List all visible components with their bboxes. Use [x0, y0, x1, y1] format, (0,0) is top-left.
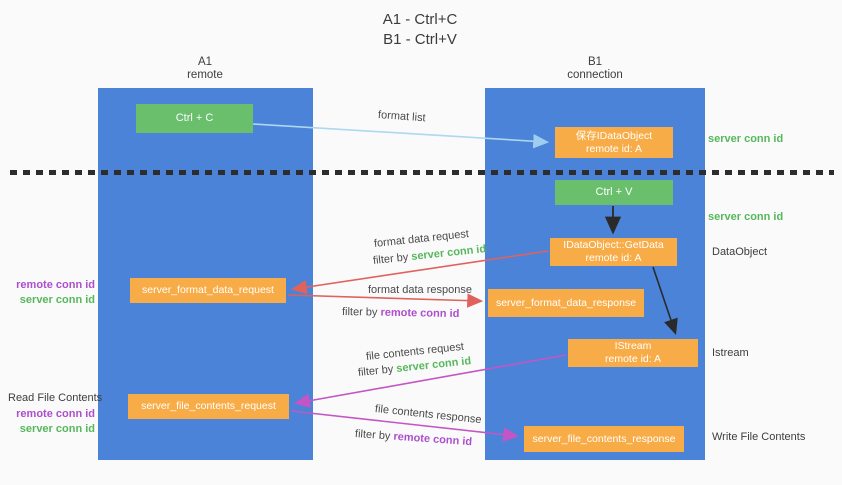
title-line-1: A1 - Ctrl+C: [382, 11, 458, 28]
filter-by-value-1: server conn id: [410, 243, 487, 263]
lane-a1-role: remote: [187, 69, 223, 81]
label-format-list: format list: [377, 109, 426, 125]
lane-header-a1: A1 remote: [155, 56, 255, 82]
session-divider-dashed-line: [10, 170, 834, 175]
annotation-dataobject: DataObject: [712, 246, 768, 258]
node-save-idataobject-line2: remote id: A: [585, 142, 643, 155]
node-save-idataobject-line1: 保存IDataObject: [575, 129, 653, 142]
node-server-file-contents-response: server_file_contents_response: [524, 426, 684, 452]
diagram-title: A1 - Ctrl+C B1 - Ctrl+V: [300, 10, 540, 50]
filter-by-value-2: remote conn id: [380, 306, 460, 321]
filter-by-prefix-4: filter by: [354, 428, 394, 443]
node-format-request-label: server_format_data_request: [142, 284, 274, 296]
node-server-format-data-response: server_format_data_response: [488, 289, 644, 317]
node-istream: IStream remote id: A: [568, 339, 698, 367]
annotation-server-conn-id-1: server conn id: [19, 294, 95, 306]
annotation-server-conn-id-2: server conn id: [19, 423, 95, 435]
node-getdata-line1: IDataObject::GetData: [563, 239, 664, 251]
label-format-data-response: format data response: [368, 284, 472, 296]
title-line-2: B1 - Ctrl+V: [383, 31, 457, 48]
node-server-file-contents-request: server_file_contents_request: [128, 394, 289, 419]
annotation-server-conn-id-mid: server conn id: [708, 211, 784, 223]
node-istream-line2: remote id: A: [604, 353, 662, 365]
filter-by-value-4: remote conn id: [393, 430, 473, 449]
lane-b1-role: connection: [567, 69, 623, 81]
node-istream-line1: IStream: [614, 340, 652, 352]
annotation-remote-conn-id-1: remote conn id: [16, 279, 95, 291]
lane-b1-name: B1: [587, 56, 603, 68]
annotation-write-file-contents: Write File Contents: [712, 431, 806, 443]
node-ctrl-c: Ctrl + C: [136, 104, 253, 133]
annotation-server-conn-id-top: server conn id: [708, 133, 784, 145]
label-filter-by-remote-conn-id-1: filter by remote conn id: [342, 305, 460, 321]
filter-by-prefix-3: filter by: [357, 363, 397, 379]
node-ctrl-v: Ctrl + V: [555, 180, 673, 205]
node-ctrl-c-label: Ctrl + C: [175, 112, 214, 124]
node-file-response-label: server_file_contents_response: [532, 432, 676, 445]
node-idataobject-getdata: IDataObject::GetData remote id: A: [550, 238, 677, 266]
filter-by-prefix-1: filter by: [372, 251, 412, 267]
node-getdata-line2: remote id: A: [585, 252, 642, 264]
filter-by-prefix-2: filter by: [341, 306, 381, 319]
annotation-istream: Istream: [712, 347, 749, 359]
label-filter-by-remote-conn-id-2: filter by remote conn id: [355, 427, 473, 449]
lane-header-b1: B1 connection: [545, 56, 645, 82]
annotation-remote-conn-id-2: remote conn id: [16, 408, 95, 420]
label-file-contents-response: file contents response: [374, 403, 483, 427]
node-ctrl-v-label: Ctrl + V: [595, 186, 633, 198]
node-file-request-label: server_file_contents_request: [141, 400, 276, 412]
node-server-format-data-request: server_format_data_request: [130, 278, 286, 303]
node-format-response-label: server_format_data_response: [495, 296, 637, 309]
lane-a1-name: A1: [197, 56, 213, 68]
node-save-idataobject: 保存IDataObject remote id: A: [555, 127, 673, 158]
annotation-read-file-contents: Read File Contents: [8, 392, 103, 404]
